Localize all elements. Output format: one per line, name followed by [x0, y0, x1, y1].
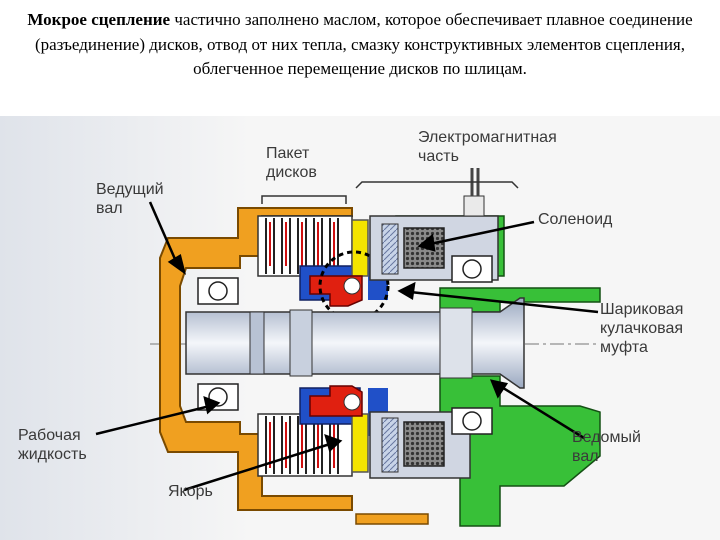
label-disc-pack: Пакет дисков [266, 145, 317, 181]
brace-lines [261, 181, 519, 204]
label-ball-cam-clutch: Шариковая кулачковая муфта [600, 301, 684, 356]
central-shaft [185, 297, 525, 389]
label-driven-shaft: Ведомый вал [572, 429, 641, 465]
label-solenoid: Соленоид [538, 211, 613, 228]
leader-arrows [95, 201, 599, 492]
label-armature: Якорь [168, 483, 213, 500]
caption: Мокрое сцепление частично заполнено масл… [20, 8, 700, 116]
clutch-diagram: Ведущий вал Пакет дисков Электромагнитна… [0, 116, 720, 540]
solenoid-coil-top [403, 227, 445, 269]
disc-pack [257, 215, 353, 477]
label-electromagnetic-part: Электромагнитная часть [418, 129, 557, 165]
solenoid-coil-bottom [403, 421, 445, 467]
label-working-fluid: Рабочая жидкость [18, 427, 87, 463]
armature-plates [351, 219, 369, 473]
clutch-cross-section [0, 116, 720, 540]
bearings [197, 255, 493, 435]
caption-text: частично заполнено маслом, которое обесп… [34, 10, 693, 78]
caption-term: Мокрое сцепление [27, 10, 171, 29]
ball-cam-clutch [309, 250, 390, 417]
label-drive-shaft: Ведущий вал [96, 181, 164, 217]
